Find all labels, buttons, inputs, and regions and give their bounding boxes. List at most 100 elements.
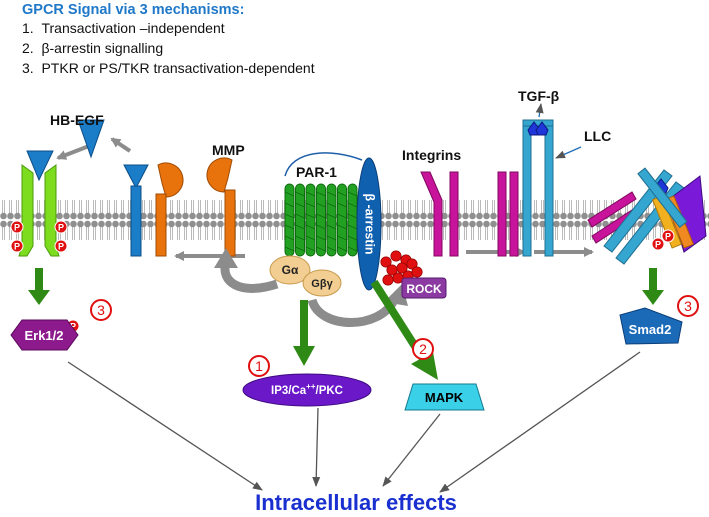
rock-cluster bbox=[380, 250, 423, 286]
par1-helix-turn bbox=[295, 224, 305, 230]
par1-helix-turn bbox=[316, 202, 326, 208]
par1-helix-turn bbox=[305, 246, 316, 252]
rock-bead bbox=[390, 250, 402, 262]
par1-helix-turn bbox=[284, 213, 295, 219]
phospho-label: P bbox=[14, 242, 20, 252]
par1-n-terminus bbox=[284, 152, 363, 177]
par1-helix-turn bbox=[284, 202, 295, 208]
phospho-badge: P bbox=[651, 237, 665, 251]
beta-arrestin-label: β -arrestin bbox=[363, 193, 377, 254]
par1-helix-turn bbox=[337, 213, 347, 219]
par1-helix-turn bbox=[305, 213, 316, 219]
par1-helix-turn bbox=[337, 224, 347, 230]
par1-helix bbox=[316, 183, 326, 257]
par1-helix bbox=[295, 183, 305, 257]
rock-bead bbox=[406, 258, 418, 270]
smad-node: Smad2 bbox=[619, 307, 683, 345]
par1-label: PAR-1 bbox=[296, 164, 337, 180]
par1-helix-turn bbox=[347, 213, 358, 219]
llc-label: LLC bbox=[584, 128, 611, 144]
mechanism-number: 2. bbox=[22, 40, 34, 56]
g-beta-gamma-subunit: Gβγ bbox=[302, 269, 342, 297]
mechanism-badge-1: 1 bbox=[248, 355, 270, 377]
mechanism-badge-3-right: 3 bbox=[677, 295, 699, 317]
g-beta-gamma-label: Gβγ bbox=[311, 278, 333, 290]
rock-bead bbox=[396, 262, 408, 274]
mechanism-badge-2: 2 bbox=[412, 338, 434, 360]
phospho-badge: P bbox=[661, 229, 675, 243]
rock-bead bbox=[411, 266, 423, 278]
par1-helix-turn bbox=[337, 246, 347, 252]
hb-egf-bound bbox=[26, 150, 54, 182]
rock-bead bbox=[382, 274, 394, 286]
par1-helix-turn bbox=[326, 246, 337, 252]
rock-bead bbox=[380, 256, 392, 268]
par1-helix-turn bbox=[347, 246, 358, 252]
par1-helix-turn bbox=[284, 235, 295, 241]
g-to-mmp-arrowhead bbox=[214, 248, 238, 268]
par1-helix-turn bbox=[305, 202, 316, 208]
par1-helix bbox=[305, 183, 316, 257]
par1-helix-turn bbox=[284, 246, 295, 252]
svg-text:3: 3 bbox=[684, 298, 692, 314]
phospho-badge: P bbox=[54, 220, 68, 234]
mechanism-item-2: 2. β-arrestin signalling bbox=[22, 40, 163, 56]
g-alpha-label: Gα bbox=[282, 263, 299, 277]
convergence-arrows bbox=[67, 351, 641, 493]
par1-helix-turn bbox=[316, 191, 326, 197]
par1-helix-turn bbox=[316, 224, 326, 230]
rock-label: ROCK bbox=[406, 282, 442, 296]
ip3-label: IP3/Ca++/PKC bbox=[271, 382, 343, 397]
par1-helix bbox=[284, 183, 295, 257]
mechanism-number: 3. bbox=[22, 60, 34, 76]
par1-helix-turn bbox=[326, 202, 337, 208]
par1-helix-turn bbox=[284, 191, 295, 197]
rock-box bbox=[401, 277, 447, 299]
svg-text:3: 3 bbox=[97, 302, 105, 318]
phospho-label: P bbox=[655, 240, 661, 250]
par1-helix-turn bbox=[326, 224, 337, 230]
mechanism-number: 1. bbox=[22, 20, 34, 36]
par1-helix-turn bbox=[326, 235, 337, 241]
intracellular-effects-label: Intracellular effects bbox=[255, 490, 457, 515]
par1-helix-turn bbox=[326, 213, 337, 219]
integrin-receptor bbox=[420, 171, 459, 257]
phospho-label: P bbox=[58, 242, 64, 252]
par1-helix-turn bbox=[316, 235, 326, 241]
phospho-label: P bbox=[14, 223, 20, 233]
par1-helix bbox=[326, 183, 337, 257]
pro-hb-egf bbox=[123, 164, 149, 190]
g-alpha-subunit: Gα bbox=[269, 255, 311, 285]
mapk-label: MAPK bbox=[425, 390, 464, 405]
par1-helix bbox=[347, 183, 358, 257]
par1-helix-turn bbox=[347, 191, 358, 197]
par1-helix-turn bbox=[295, 235, 305, 241]
g-to-rock-arrow bbox=[307, 297, 399, 327]
par1-helix-turn bbox=[337, 191, 347, 197]
par1-helix-turn bbox=[347, 202, 358, 208]
tgf-beta-integrin-complex bbox=[497, 103, 582, 257]
pro-hb-egf-stalk bbox=[130, 185, 142, 257]
par1-helix-turn bbox=[326, 191, 337, 197]
diagram-heading: GPCR Signal via 3 mechanisms: bbox=[22, 2, 245, 18]
par1-helix-turn bbox=[316, 246, 326, 252]
phospho-label: P bbox=[665, 232, 671, 242]
mechanism-badge-3-left: 3 bbox=[90, 299, 112, 321]
par1-helix-turn bbox=[284, 224, 295, 230]
mapk-node: MAPK bbox=[404, 383, 485, 411]
mechanism-item-1: 1. Transactivation –independent bbox=[22, 20, 225, 36]
par1-helix-turn bbox=[337, 202, 347, 208]
par1-helix-turn bbox=[295, 202, 305, 208]
par1-helix-turn bbox=[295, 213, 305, 219]
phospho-badge: P bbox=[10, 239, 24, 253]
ip3-node: IP3/Ca++/PKC bbox=[242, 373, 372, 407]
integrins-label: Integrins bbox=[402, 147, 461, 163]
hb-egf-label: HB-EGF bbox=[50, 112, 104, 128]
phospho-badge: P bbox=[54, 239, 68, 253]
mechanism-text: PTKR or PS/TKR transactivation-dependent bbox=[41, 60, 315, 76]
beta-arrestin: β -arrestin bbox=[356, 157, 382, 291]
mechanism-text: Transactivation –independent bbox=[41, 20, 225, 36]
mmp-bound bbox=[155, 162, 184, 257]
par1-receptor bbox=[284, 183, 358, 257]
